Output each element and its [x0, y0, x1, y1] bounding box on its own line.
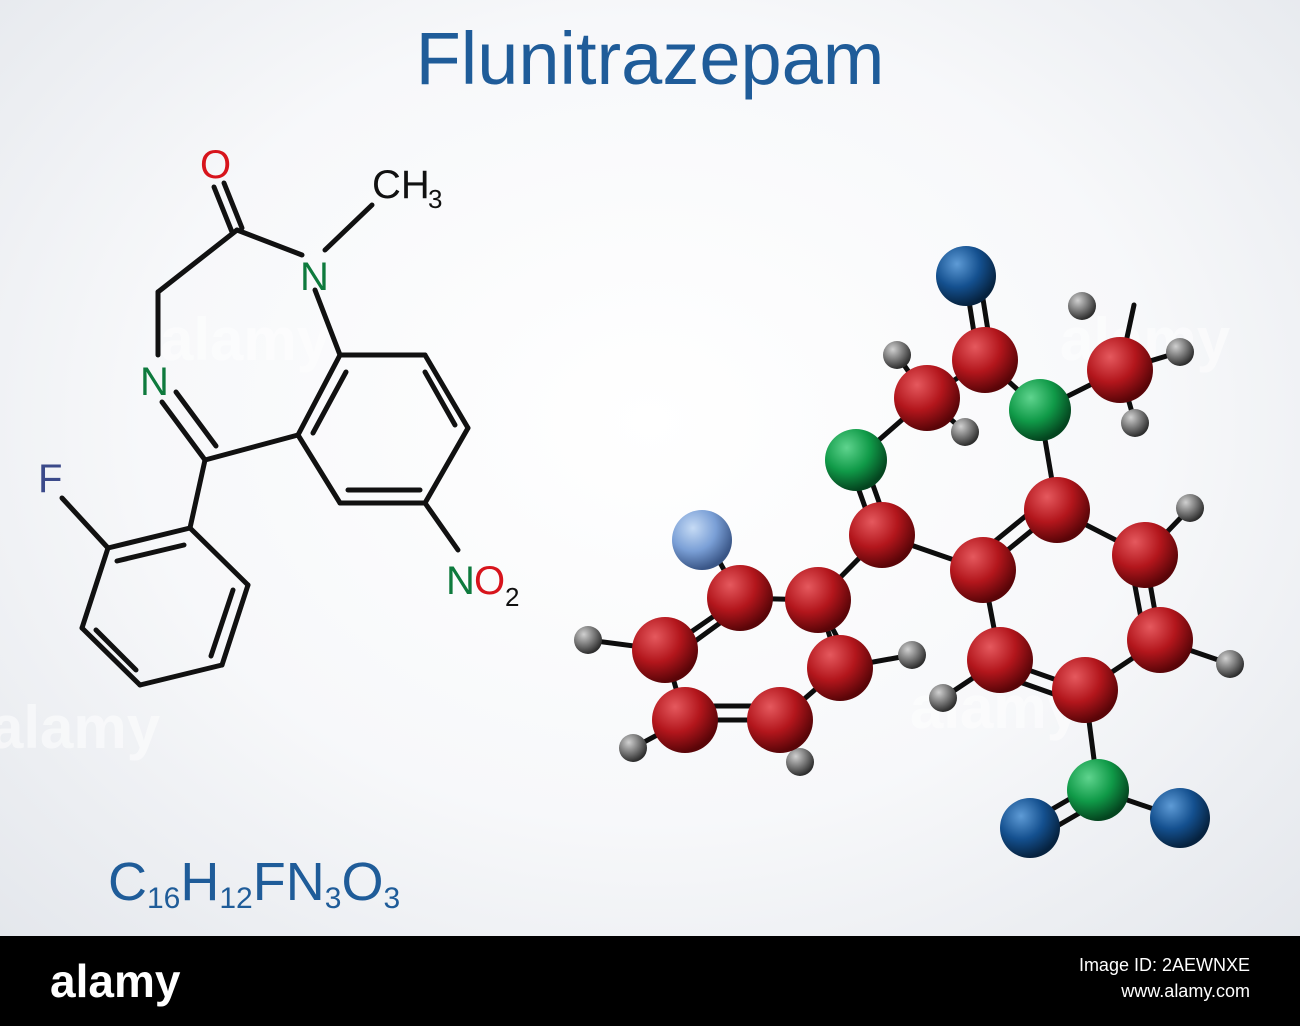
nitro-oxygen-label: O [474, 559, 505, 603]
molecular-formula: C16H12FN3O3 [108, 852, 400, 929]
illustration-canvas: Flunitrazepam alamy alamy alamy alamy [0, 0, 1300, 936]
skeletal-formula: O CH 3 N N F N O 2 [38, 143, 519, 688]
formula-oxygen-count: 3 [383, 882, 401, 915]
methyl-subscript: 3 [428, 184, 442, 214]
formula-carbon-count: 16 [147, 882, 181, 915]
methyl-label: CH [372, 163, 430, 207]
formula-oxygen: O [341, 852, 384, 912]
oxygen-label: O [200, 143, 231, 187]
site-url: www.alamy.com [1121, 981, 1250, 1001]
molecule-title: Flunitrazepam [415, 17, 885, 100]
fluorine-label: F [38, 457, 62, 501]
nitrogen-label-n1: N [300, 255, 329, 299]
formula-nitrogen: N [285, 852, 325, 912]
nitrogen-label-n4: N [140, 360, 169, 404]
stock-footer: alamy Image ID: 2AEWNXE www.alamy.com [0, 936, 1300, 1026]
formula-hydrogen-count: 12 [219, 882, 253, 915]
nitro-subscript: 2 [505, 582, 519, 612]
watermark-text: alamy [160, 306, 331, 373]
nitro-nitrogen-label: N [446, 559, 475, 603]
image-id: Image ID: 2AEWNXE [1078, 955, 1250, 975]
image-info: Image ID: 2AEWNXE www.alamy.com [1079, 952, 1250, 1004]
watermark-text: alamy [0, 694, 161, 761]
alamy-logo: alamy [50, 955, 181, 1007]
formula-hydrogen: H [180, 852, 220, 912]
ball-and-stick-model [574, 246, 1244, 858]
formula-nitrogen-count: 3 [324, 882, 342, 915]
formula-carbon: C [108, 852, 147, 912]
formula-fluorine: F [252, 852, 286, 912]
